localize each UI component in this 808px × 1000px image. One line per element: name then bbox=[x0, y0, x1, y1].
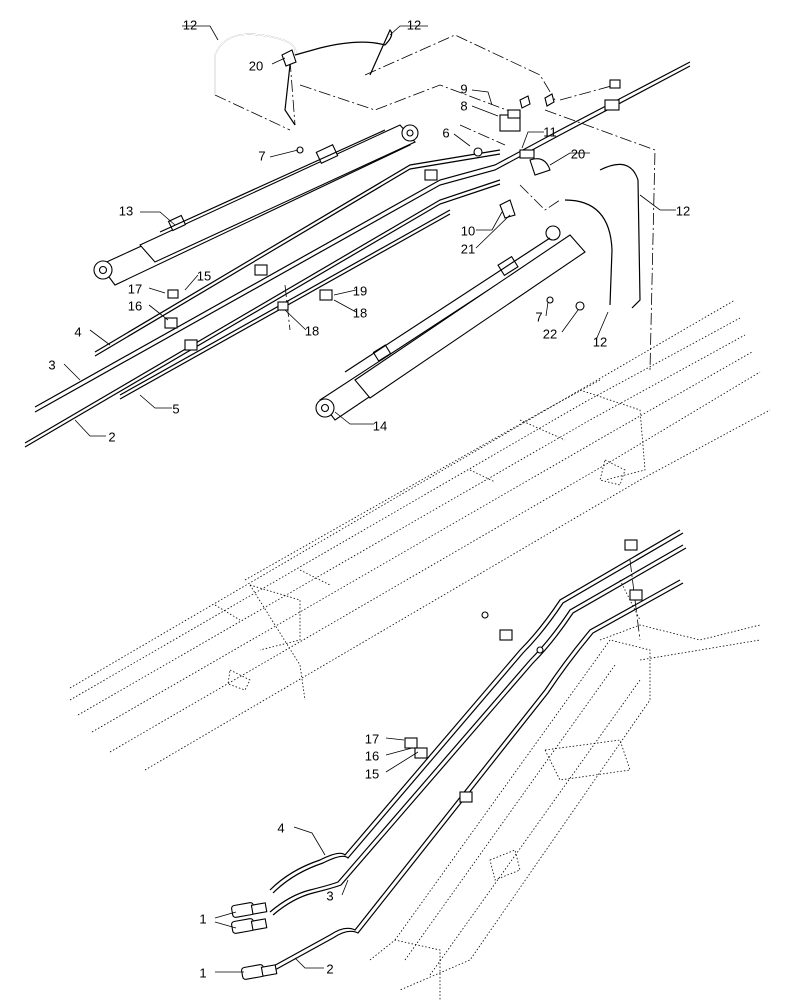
small-parts bbox=[164, 49, 621, 351]
leader-lines bbox=[63, 25, 676, 973]
small-parts-lower bbox=[404, 539, 643, 803]
callout-9: 9 bbox=[460, 81, 467, 96]
callout-20: 20 bbox=[249, 58, 263, 73]
callout-12: 12 bbox=[676, 203, 690, 218]
hydraulic-cylinder-14 bbox=[315, 225, 586, 421]
callout-3: 3 bbox=[326, 888, 333, 903]
callout-5: 5 bbox=[172, 401, 179, 416]
callout-18: 18 bbox=[305, 323, 319, 338]
callout-19: 19 bbox=[353, 283, 367, 298]
callout-17: 17 bbox=[365, 731, 379, 746]
callout-1: 1 bbox=[199, 965, 206, 980]
callout-15: 15 bbox=[365, 766, 379, 781]
callout-1: 1 bbox=[199, 911, 206, 926]
callout-15: 15 bbox=[197, 268, 211, 283]
callout-13: 13 bbox=[119, 203, 133, 218]
callout-12: 12 bbox=[593, 334, 607, 349]
hoses-12 bbox=[214, 28, 641, 309]
callout-21: 21 bbox=[461, 241, 475, 256]
callout-20: 20 bbox=[571, 146, 585, 161]
quick-couplers-1 bbox=[231, 902, 278, 980]
callout-2: 2 bbox=[108, 429, 115, 444]
callout-3: 3 bbox=[48, 357, 55, 372]
callout-4: 4 bbox=[74, 324, 81, 339]
callout-7: 7 bbox=[258, 148, 265, 163]
callout-2: 2 bbox=[326, 961, 333, 976]
callout-16: 16 bbox=[128, 298, 142, 313]
callout-11: 11 bbox=[543, 124, 557, 139]
callout-16: 16 bbox=[365, 748, 379, 763]
callout-12: 12 bbox=[183, 17, 197, 32]
callout-6: 6 bbox=[442, 125, 449, 140]
callout-12: 12 bbox=[407, 17, 421, 32]
callout-18: 18 bbox=[353, 305, 367, 320]
callout-7: 7 bbox=[535, 309, 542, 324]
tube-lines-lower bbox=[269, 529, 687, 972]
callout-10: 10 bbox=[461, 223, 475, 238]
hydraulic-cylinder-13 bbox=[93, 124, 419, 286]
callout-22: 22 bbox=[543, 326, 557, 341]
routing-lines bbox=[214, 34, 656, 641]
callout-8: 8 bbox=[460, 98, 467, 113]
callout-17: 17 bbox=[128, 281, 142, 296]
callout-14: 14 bbox=[373, 418, 387, 433]
callout-4: 4 bbox=[277, 820, 284, 835]
